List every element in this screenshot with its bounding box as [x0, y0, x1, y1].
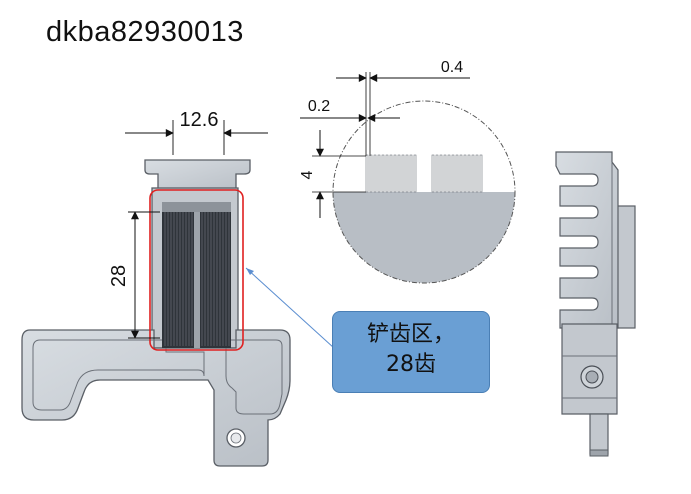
side-view-part — [555, 151, 636, 457]
skived-fins — [164, 212, 230, 346]
callout-line-1: 铲齿区， — [366, 322, 455, 347]
dim-height-left: 28 — [108, 211, 160, 339]
front-view-part — [21, 159, 291, 467]
dim-fin-height-label: 4 — [299, 170, 316, 179]
fin-zone-callout: 铲齿区， 28齿 — [332, 311, 490, 393]
dim-width-top: 12.6 — [125, 109, 268, 155]
dim-gap-label: 0.2 — [308, 98, 330, 115]
dim-fin-height: 4 — [299, 130, 366, 218]
callout-line-2: 28齿 — [386, 352, 436, 377]
callout-leader — [245, 267, 335, 349]
dim-gap: 0.2 — [300, 98, 400, 122]
dim-height-label: 28 — [108, 265, 130, 287]
dim-width-label: 12.6 — [180, 109, 219, 131]
detail-view — [332, 100, 516, 284]
drawing-number: dkba82930013 — [46, 16, 244, 48]
dim-pitch: 0.4 — [336, 59, 470, 156]
fin-zone-highlight — [149, 189, 244, 351]
detail-fins — [365, 154, 483, 193]
dim-pitch-label: 0.4 — [441, 59, 463, 76]
